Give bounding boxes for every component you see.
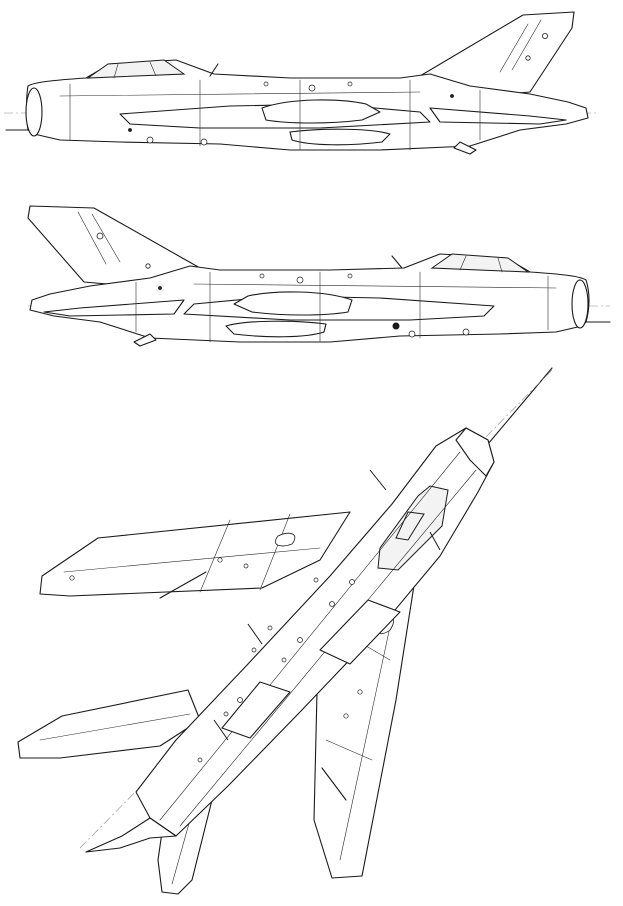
rivet-3j — [197, 757, 203, 763]
antenna-3c — [213, 719, 229, 741]
vent-1c — [347, 81, 353, 87]
antenna-1 — [209, 63, 219, 77]
rivet-3h — [267, 625, 273, 631]
rivet-3m — [217, 557, 223, 563]
vent-2a — [296, 276, 304, 284]
pitot-probe-3 — [487, 367, 553, 445]
fin-line-2 — [77, 211, 107, 265]
panel-line-1f — [59, 91, 421, 97]
nose-intake-1 — [25, 87, 43, 137]
canopy-frame-1b — [149, 61, 157, 77]
vent-1b — [263, 81, 269, 87]
canopy-1 — [86, 59, 186, 79]
rivet-3c — [297, 637, 303, 643]
side-view-left-facing — [4, 11, 596, 155]
antenna-3a — [369, 469, 387, 491]
left-tailplane-line — [39, 713, 191, 741]
spine-line-3a — [159, 451, 461, 821]
rivet-3a — [349, 579, 355, 585]
rivet-3d — [281, 657, 287, 663]
canopy-frame-2 — [497, 257, 503, 273]
fin-line-1 — [511, 19, 542, 71]
canopy-2 — [430, 253, 530, 273]
tailplane-2 — [43, 299, 185, 317]
plan-view-top — [17, 367, 553, 895]
vent-1a — [308, 84, 316, 92]
right-wing-aileron — [321, 767, 347, 801]
centre-section-3 — [319, 599, 401, 665]
left-wing-fence-a — [199, 519, 231, 593]
antenna-3b — [247, 623, 263, 645]
fin-marking-1 — [542, 33, 549, 40]
vent-2b — [347, 273, 353, 279]
rivet-3g — [313, 577, 319, 583]
fin-marking-2 — [96, 232, 104, 240]
aft-section-3 — [221, 681, 291, 739]
left-wing-aileron — [159, 571, 207, 599]
right-wing-fence-b — [325, 739, 373, 761]
tailplane-1 — [429, 107, 567, 125]
nose-3 — [455, 427, 495, 477]
side-view-right-facing — [27, 205, 611, 347]
rivet-3i — [251, 647, 257, 653]
rudder-hinge-2 — [91, 213, 121, 263]
gear-2a — [462, 328, 470, 336]
drop-tank-1 — [261, 99, 381, 124]
gear-1b — [200, 138, 208, 146]
gear-1a — [146, 136, 154, 144]
ventral-pod-2 — [225, 320, 327, 338]
canopy-frame-1 — [113, 63, 119, 79]
left-wing-mark — [69, 575, 75, 581]
rudder-hinge-1 — [499, 23, 529, 73]
drop-tank-2 — [233, 291, 353, 316]
left-wing-pod — [275, 532, 296, 547]
panel-line-2f — [193, 283, 557, 289]
ventral-fin-2 — [133, 333, 157, 347]
rivet-2a — [158, 286, 162, 290]
fin-marking-1b — [525, 55, 531, 61]
rivet-3b — [329, 601, 335, 607]
ventral-fin-1 — [453, 141, 477, 155]
fin-marking-2b — [145, 263, 151, 269]
tail-cone-3 — [85, 817, 177, 853]
gear-2b — [408, 330, 416, 338]
rivet-3k — [357, 689, 363, 695]
rivet-3l — [343, 713, 349, 719]
left-wing — [39, 511, 351, 597]
rivet-1a — [450, 94, 454, 98]
rivet-1b — [128, 128, 132, 132]
vent-2c — [259, 273, 265, 279]
rivet-3n — [243, 563, 249, 569]
ventral-pod-1 — [289, 128, 391, 146]
left-wing-line — [63, 547, 321, 573]
nose-intake-2 — [571, 279, 589, 329]
rivet-3e — [237, 697, 243, 703]
marking-2 — [392, 322, 400, 330]
antenna-2 — [391, 255, 403, 269]
cockpit-3 — [395, 511, 425, 541]
rivet-3f — [223, 711, 229, 717]
antenna-3d — [429, 531, 441, 551]
canopy-frame-2b — [459, 255, 467, 271]
